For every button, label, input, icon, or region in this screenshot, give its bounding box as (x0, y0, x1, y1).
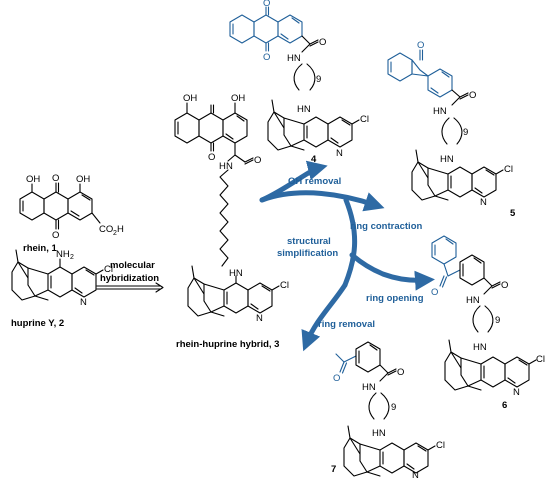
rhein-oh-right-label: OH (76, 174, 90, 185)
rhein-o-bottom-label: O (52, 230, 59, 241)
c7-amide-hn-label: HN (362, 382, 376, 393)
arrow-ring-contraction (259, 190, 385, 212)
label-center-line2: simplification (277, 248, 338, 259)
c4-nine-label: 9 (316, 74, 321, 85)
c5-cl-label: Cl (504, 164, 513, 175)
hybrid-hn-label: HN (229, 268, 243, 279)
c7-o-label: O (333, 373, 340, 384)
arrow-ring-opening (349, 252, 435, 291)
compound-5-structure: O O HN 9 HN N Cl (387, 40, 513, 208)
c4-n-label: N (336, 148, 343, 159)
compound-7-label: 7 (331, 464, 336, 475)
hybrid-amide-o-label: O (254, 155, 261, 166)
hybrid-cl-label: Cl (280, 280, 289, 291)
huprine-cl-label: Cl (104, 264, 113, 275)
c5-hn-label: HN (440, 154, 454, 165)
step-label-line2: hybridization (100, 273, 159, 284)
label-ring-contraction: ring contraction (350, 221, 423, 232)
hybrid-n-label: N (256, 313, 263, 324)
c6-nine-label: 9 (495, 315, 500, 326)
compound-7-structure: O O HN 9 HN N Cl (333, 341, 445, 480)
compound-4-label: 4 (311, 154, 317, 165)
c5-amide-hn-label: HN (433, 106, 447, 117)
rhein-co-subscript: 2 (113, 230, 117, 237)
huprine-nh2-label: NH (56, 249, 70, 260)
compound-6-label: 6 (502, 400, 507, 411)
huprine-label: huprine Y, 2 (11, 318, 64, 329)
c4-cl-label: Cl (360, 114, 369, 125)
label-ring-removal: ring removal (318, 319, 375, 330)
simplification-arrows (259, 160, 435, 352)
c7-n-label: N (412, 470, 419, 480)
c7-cl-label: Cl (436, 440, 445, 451)
label-oh-removal: OH removal (288, 176, 341, 187)
c5-o-top-label: O (417, 40, 424, 51)
c6-amide-hn-label: HN (466, 295, 480, 306)
rhein-label: rhein, 1 (23, 243, 58, 254)
c4-hn-label: HN (297, 104, 311, 115)
huprine-structure: NH 2 N Cl (11, 249, 113, 308)
label-ring-opening: ring opening (366, 293, 424, 304)
step-label-line1: molecular (110, 260, 155, 271)
huprine-n-label: N (80, 297, 87, 308)
rhein-co-label: CO (99, 224, 113, 235)
hybrid-o-bottom-label: O (208, 152, 215, 163)
c6-o-label: O (431, 287, 438, 298)
c6-hn-label: HN (473, 342, 487, 353)
rhein-oh-left-label: OH (26, 174, 40, 185)
c4-amide-hn-label: HN (287, 53, 301, 64)
rhein-h-label: H (117, 224, 124, 235)
c7-nine-label: 9 (391, 402, 396, 413)
c7-amide-o-label: O (397, 367, 404, 378)
hybridization-arrow (96, 282, 164, 293)
c6-n-label: N (513, 387, 520, 398)
compound-6-structure: O O HN 9 HN N Cl (431, 235, 545, 398)
hybrid-amide-h-label: H (219, 161, 226, 172)
c4-o-top-label: O (263, 0, 270, 9)
label-center-line1: structural (287, 236, 331, 247)
c5-n-label: N (480, 197, 487, 208)
c6-amide-o-label: O (501, 280, 508, 291)
hybrid-structure: OH OH O O H N HN N Cl (174, 93, 289, 324)
hybrid-label: rhein-huprine hybrid, 3 (176, 339, 279, 350)
arrow-spine (342, 197, 358, 288)
hybrid-oh-left-label: OH (183, 93, 197, 104)
rhein-structure: OH O OH O CO 2 H (19, 173, 124, 241)
compound-4-structure: O O O HN 9 HN N Cl (229, 0, 369, 159)
c6-cl-label: Cl (536, 354, 545, 365)
huprine-nh2-subscript: 2 (70, 254, 74, 261)
c7-hn-label: HN (372, 428, 386, 439)
c4-o-bottom-label: O (263, 52, 270, 63)
c5-amide-o-label: O (469, 90, 476, 101)
hybrid-amide-n-label: N (226, 161, 233, 172)
c4-amide-o-label: O (319, 37, 326, 48)
rhein-o-top-label: O (52, 173, 59, 184)
hybrid-oh-right-label: OH (231, 93, 245, 104)
compound-5-label: 5 (510, 208, 516, 219)
c5-nine-label: 9 (463, 127, 468, 138)
arrow-ring-removal (301, 282, 348, 352)
